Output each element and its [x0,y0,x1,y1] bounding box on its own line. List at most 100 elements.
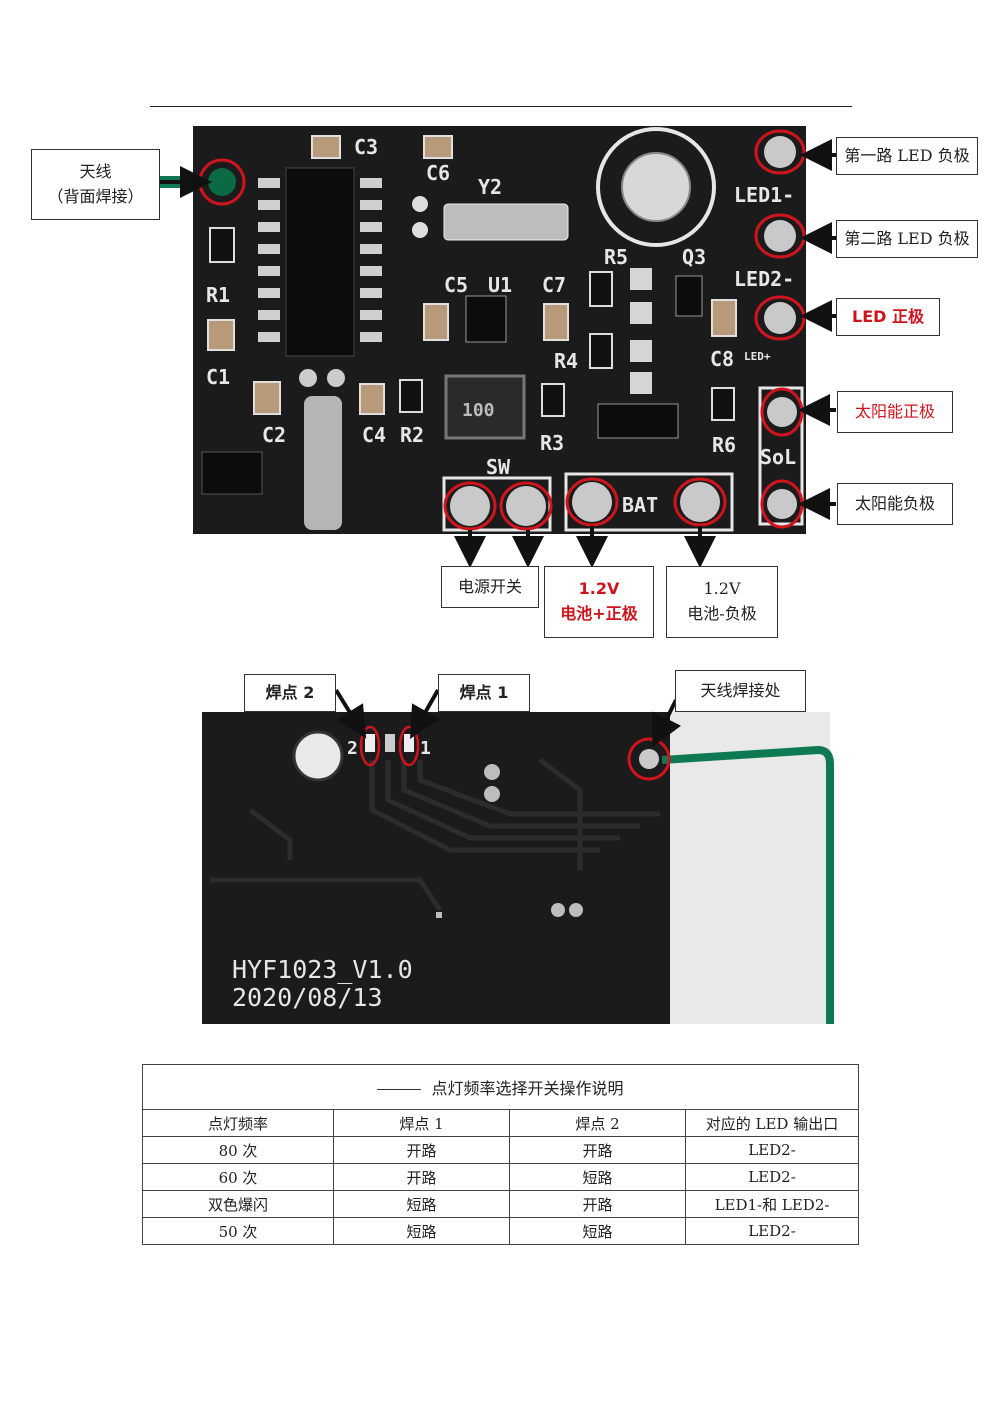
silk-c1: C1 [206,365,230,389]
cell-frequency: 80 次 [142,1136,334,1164]
silk-r1: R1 [206,283,230,307]
callout-battery-negative-label: 电池-负极 [687,604,757,623]
callout-led2-negative: 第二路 LED 负极 [836,220,978,258]
arrow-pad1 [410,689,440,739]
table-row: 50 次 短路 短路 LED2- [142,1217,859,1245]
callout-led1-negative-text: 第一路 LED 负极 [844,145,970,165]
silk-q3: Q3 [682,245,706,269]
mounting-hole [621,152,691,222]
silk-c3: C3 [354,135,378,159]
pad-label-2: 2 [347,738,358,759]
cell-frequency: 双色爆闪 [142,1190,334,1218]
table-row: 60 次 开路 短路 LED2- [142,1163,859,1191]
silk-c6: C6 [426,161,450,185]
crystal-y2 [443,203,569,241]
cell-pad1: 开路 [333,1163,510,1191]
inductor [444,374,526,440]
table-row: 双色爆闪 短路 开路 LED1-和 LED2- [142,1190,859,1218]
silk-c5: C5 [444,273,468,297]
transistor [201,451,263,495]
callout-pad1: 焊点 1 [438,674,530,712]
callout-led1-negative: 第一路 LED 负极 [836,137,978,175]
callout-led2-negative-text: 第二路 LED 负极 [844,228,970,248]
ic-chip [285,167,355,357]
mounting-hole-ring [596,127,716,247]
callout-power-switch-text: 电源开关 [457,576,522,596]
callout-led-positive-text: LED 正极 [852,306,924,326]
cell-pad2: 开路 [509,1190,686,1218]
arrow-antenna-joint [652,699,682,748]
table-header-row: 点灯频率 焊点 1 焊点 2 对应的 LED 输出口 [142,1109,859,1137]
silk-r4: R4 [554,349,578,373]
cell-led-output: LED2- [685,1217,859,1245]
cell-pad2: 短路 [509,1217,686,1245]
q3-chip [675,275,703,317]
table-title: 点灯频率选择开关操作说明 [431,1079,624,1098]
pcb-top-photo: C3 C6 Y2 R1 C1 C5 U1 C7 R5 Q3 R4 C8 LED+… [150,126,836,568]
cell-frequency: 60 次 [142,1163,334,1191]
callout-battery-positive-voltage: 1.2V [578,579,620,599]
callout-solar-negative: 太阳能负极 [837,483,953,525]
silk-led1-neg: LED1- [734,183,794,207]
pcb-bottom-photo: 2 1 HYF1023_V1.0 2020/08/13 [202,688,834,1024]
pcb-bottom-board [202,712,670,1024]
callout-led-positive: LED 正极 [836,298,940,336]
cell-frequency: 50 次 [142,1217,334,1245]
callout-battery-negative: 1.2V 电池-负极 [666,566,778,638]
table-title-cell: 点灯频率选择开关操作说明 [142,1064,859,1110]
diode [597,403,679,439]
callout-pad1-text: 焊点 1 [459,682,509,702]
arrow-pad2 [334,688,367,739]
callout-battery-negative-voltage: 1.2V [703,579,741,599]
callout-power-switch: 电源开关 [441,566,539,608]
callout-battery-positive-label: 电池+正极 [560,604,638,623]
silk-bat: BAT [622,493,658,517]
callout-antenna-line2: （背面焊接） [47,186,144,206]
callout-antenna-joint: 天线焊接处 [675,670,806,712]
u1-chip [465,295,507,343]
callout-antenna-line1: 天线 [79,161,112,181]
title-dash [377,1089,422,1090]
callout-solar-positive-text: 太阳能正极 [854,401,935,421]
cell-led-output: LED1-和 LED2- [685,1190,859,1218]
cell-pad1: 开路 [333,1136,510,1164]
silk-c7: C7 [542,273,566,297]
cell-pad1: 短路 [333,1217,510,1245]
pad-label-1: 1 [420,738,431,759]
table-row: 80 次 开路 开路 LED2- [142,1136,859,1164]
antenna-wire-bottom [661,745,834,1024]
silk-u1: U1 [488,273,512,297]
silk-y2: Y2 [478,175,502,199]
silk-model: HYF1023_V1.0 [232,955,413,984]
vertical-crystal [304,396,342,530]
silk-led-plus: LED+ [744,350,771,363]
silk-r2: R2 [400,423,424,447]
silk-sol: SoL [760,445,796,469]
callout-pad2: 焊点 2 [244,674,336,712]
silk-inductor-value: 100 [462,400,495,421]
callout-pad2-text: 焊点 2 [265,682,315,702]
header-pad1: 焊点 1 [333,1109,510,1137]
silk-r3: R3 [540,431,564,455]
silk-led2-neg: LED2- [734,267,794,291]
callout-solar-negative-text: 太阳能负极 [854,493,935,513]
cell-led-output: LED2- [685,1163,859,1191]
cell-led-output: LED2- [685,1136,859,1164]
silk-c4: C4 [362,423,386,447]
header-pad2: 焊点 2 [509,1109,686,1137]
silk-c8: C8 [710,347,734,371]
mounting-hole-bottom [292,730,344,782]
silk-r5: R5 [604,245,628,269]
header-frequency: 点灯频率 [142,1109,334,1137]
silk-date: 2020/08/13 [232,983,383,1012]
silk-r6: R6 [712,433,736,457]
silk-c2: C2 [262,423,286,447]
cell-pad1: 短路 [333,1190,510,1218]
callout-antenna-joint-text: 天线焊接处 [700,680,781,700]
silk-sw: SW [486,455,511,479]
header-rule [150,106,852,107]
callout-antenna: 天线 （背面焊接） [31,149,160,220]
frequency-table: 点灯频率选择开关操作说明 点灯频率 焊点 1 焊点 2 对应的 LED 输出口 … [142,1064,859,1245]
callout-battery-positive: 1.2V 电池+正极 [544,566,654,638]
header-led-output: 对应的 LED 输出口 [685,1109,859,1137]
